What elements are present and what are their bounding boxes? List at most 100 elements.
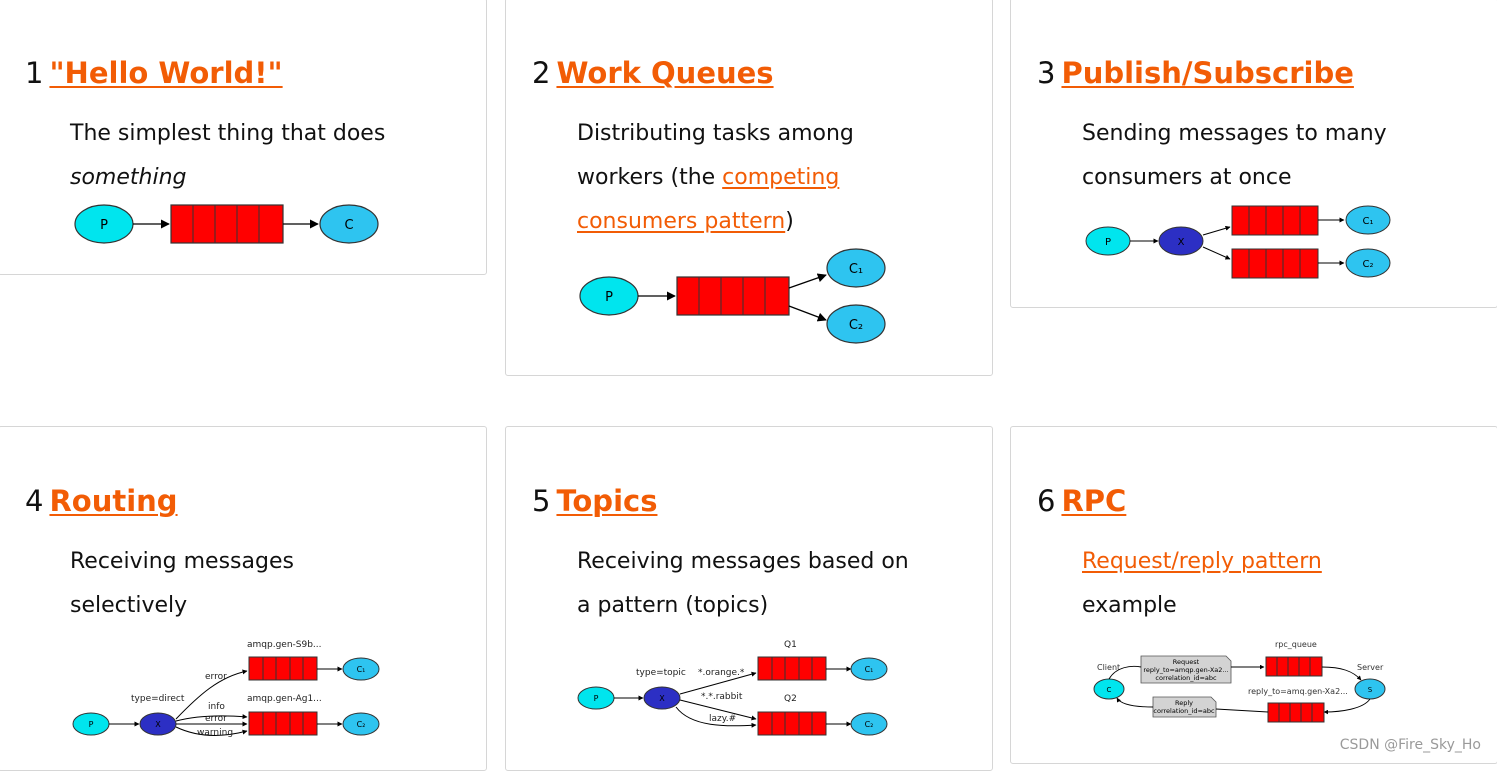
tutorial-number: 1 bbox=[25, 56, 44, 90]
queue-1 bbox=[757, 656, 827, 681]
tutorial-description: Sending messages to many consumers at on… bbox=[1082, 121, 1387, 190]
consumer-2-label: C₂ bbox=[849, 318, 863, 333]
exchange-node bbox=[1158, 226, 1204, 256]
tutorial-link-hello-world[interactable]: "Hello World!" bbox=[49, 56, 283, 90]
queue-1-name: amqp.gen-S9b... bbox=[247, 640, 322, 650]
binding-error-1: error bbox=[205, 672, 227, 682]
binding-rabbit: *.*.rabbit bbox=[701, 692, 743, 702]
competing-consumers-link[interactable]: competing consumers pattern bbox=[577, 165, 840, 234]
producer-label: P bbox=[1105, 237, 1111, 248]
exchange-label: X bbox=[659, 694, 665, 703]
consumer-2-node bbox=[342, 712, 380, 736]
binding-info: info bbox=[208, 702, 225, 712]
consumer-1-node bbox=[850, 657, 888, 681]
tutorial-description: Distributing tasks among workers (the co… bbox=[577, 121, 854, 234]
publish-subscribe-diagram: P X C₁ C₂ bbox=[1085, 205, 1391, 279]
tutorial-link-routing[interactable]: Routing bbox=[49, 484, 178, 518]
tutorial-number: 2 bbox=[532, 56, 551, 90]
reply-note: Reply correlation_id=abc bbox=[1152, 696, 1217, 718]
consumer-1-label: C₁ bbox=[1363, 216, 1374, 227]
work-queues-diagram: P C₁ C₂ bbox=[579, 248, 886, 344]
topics-diagram: Q1 Q2 type=topic P X *.orange.* *.*.rabb… bbox=[577, 640, 888, 736]
tutorial-link-rpc[interactable]: RPC bbox=[1061, 484, 1127, 518]
tutorial-link-topics[interactable]: Topics bbox=[556, 484, 658, 518]
exchange-type-label: type=direct bbox=[131, 694, 185, 704]
server-label: S bbox=[1368, 686, 1373, 694]
request-correlation-id: correlation_id=abc bbox=[1155, 674, 1217, 682]
rpc-queue bbox=[1265, 656, 1323, 677]
consumer-2-label: C₂ bbox=[357, 720, 366, 729]
queue-2 bbox=[757, 711, 827, 736]
tutorial-description: Receiving messages selectively bbox=[70, 549, 294, 618]
consumer-label: C bbox=[344, 218, 353, 233]
consumer-2-label: C₂ bbox=[1363, 259, 1374, 270]
routing-diagram: amqp.gen-S9b... amqp.gen-Ag1... type=dir… bbox=[72, 640, 380, 738]
queue bbox=[676, 276, 790, 316]
tutorial-link-work-queues[interactable]: Work Queues bbox=[556, 56, 774, 90]
client-name: Client bbox=[1097, 663, 1120, 672]
request-title: Request bbox=[1173, 658, 1200, 666]
request-note: Request reply_to=amqp.gen-Xa2... correla… bbox=[1140, 655, 1232, 684]
producer-label: P bbox=[594, 694, 599, 703]
rpc-queue-name: rpc_queue bbox=[1275, 640, 1317, 649]
binding-lazy: lazy.# bbox=[709, 714, 736, 724]
request-reply-to: reply_to=amqp.gen-Xa2... bbox=[1143, 666, 1228, 674]
client-label: C bbox=[1107, 686, 1112, 694]
tutorial-number: 4 bbox=[25, 484, 44, 518]
reply-title: Reply bbox=[1175, 699, 1193, 707]
rpc-diagram: Client Server rpc_queue reply_to=amq.gen… bbox=[1093, 640, 1386, 723]
tutorial-link-publish-subscribe[interactable]: Publish/Subscribe bbox=[1061, 56, 1354, 90]
consumer-2-node bbox=[826, 304, 886, 344]
tutorial-number: 6 bbox=[1037, 484, 1056, 518]
producer-label: P bbox=[89, 720, 94, 729]
request-reply-pattern-link[interactable]: Request/reply pattern bbox=[1082, 549, 1322, 574]
tutorial-number: 3 bbox=[1037, 56, 1056, 90]
queue-2 bbox=[1231, 248, 1319, 279]
consumer-1-label: C₁ bbox=[849, 262, 863, 277]
consumer-node bbox=[319, 204, 379, 244]
exchange-node bbox=[643, 686, 681, 710]
consumer-2-label: C₂ bbox=[865, 720, 874, 729]
binding-orange: *.orange.* bbox=[698, 668, 745, 678]
hello-world-diagram: P C bbox=[74, 204, 379, 244]
exchange-type-label: type=topic bbox=[636, 668, 686, 678]
queue-1-name: Q1 bbox=[784, 640, 797, 650]
queue-2-name: Q2 bbox=[784, 694, 797, 704]
watermark: CSDN @Fire_Sky_Ho bbox=[1339, 737, 1481, 753]
tutorial-card-hello-world: 1"Hello World!" The simplest thing that … bbox=[0, 0, 487, 275]
tutorial-number: 5 bbox=[532, 484, 551, 518]
binding-error-2: error bbox=[205, 714, 227, 724]
queue-1 bbox=[1231, 205, 1319, 236]
consumer-1-label: C₁ bbox=[865, 665, 874, 674]
binding-warning: warning bbox=[197, 728, 233, 738]
queue bbox=[170, 204, 284, 244]
consumer-2-node bbox=[1345, 248, 1391, 278]
tutorial-description: Receiving messages based on a pattern (t… bbox=[577, 549, 909, 618]
reply-queue-name: reply_to=amq.gen-Xa2... bbox=[1248, 687, 1348, 696]
consumer-1-node bbox=[342, 657, 380, 681]
producer-label: P bbox=[605, 290, 613, 305]
exchange-label: X bbox=[1178, 237, 1185, 248]
exchange-label: X bbox=[155, 720, 161, 729]
reply-correlation-id: correlation_id=abc bbox=[1153, 707, 1215, 715]
server-name: Server bbox=[1357, 663, 1384, 672]
consumer-1-node bbox=[1345, 205, 1391, 235]
consumer-1-label: C₁ bbox=[357, 665, 366, 674]
card-title: 1"Hello World!" bbox=[25, 55, 283, 91]
queue-1 bbox=[248, 656, 318, 681]
queue-2-name: amqp.gen-Ag1... bbox=[247, 694, 322, 704]
queue-2 bbox=[248, 711, 318, 736]
reply-queue bbox=[1267, 702, 1325, 723]
